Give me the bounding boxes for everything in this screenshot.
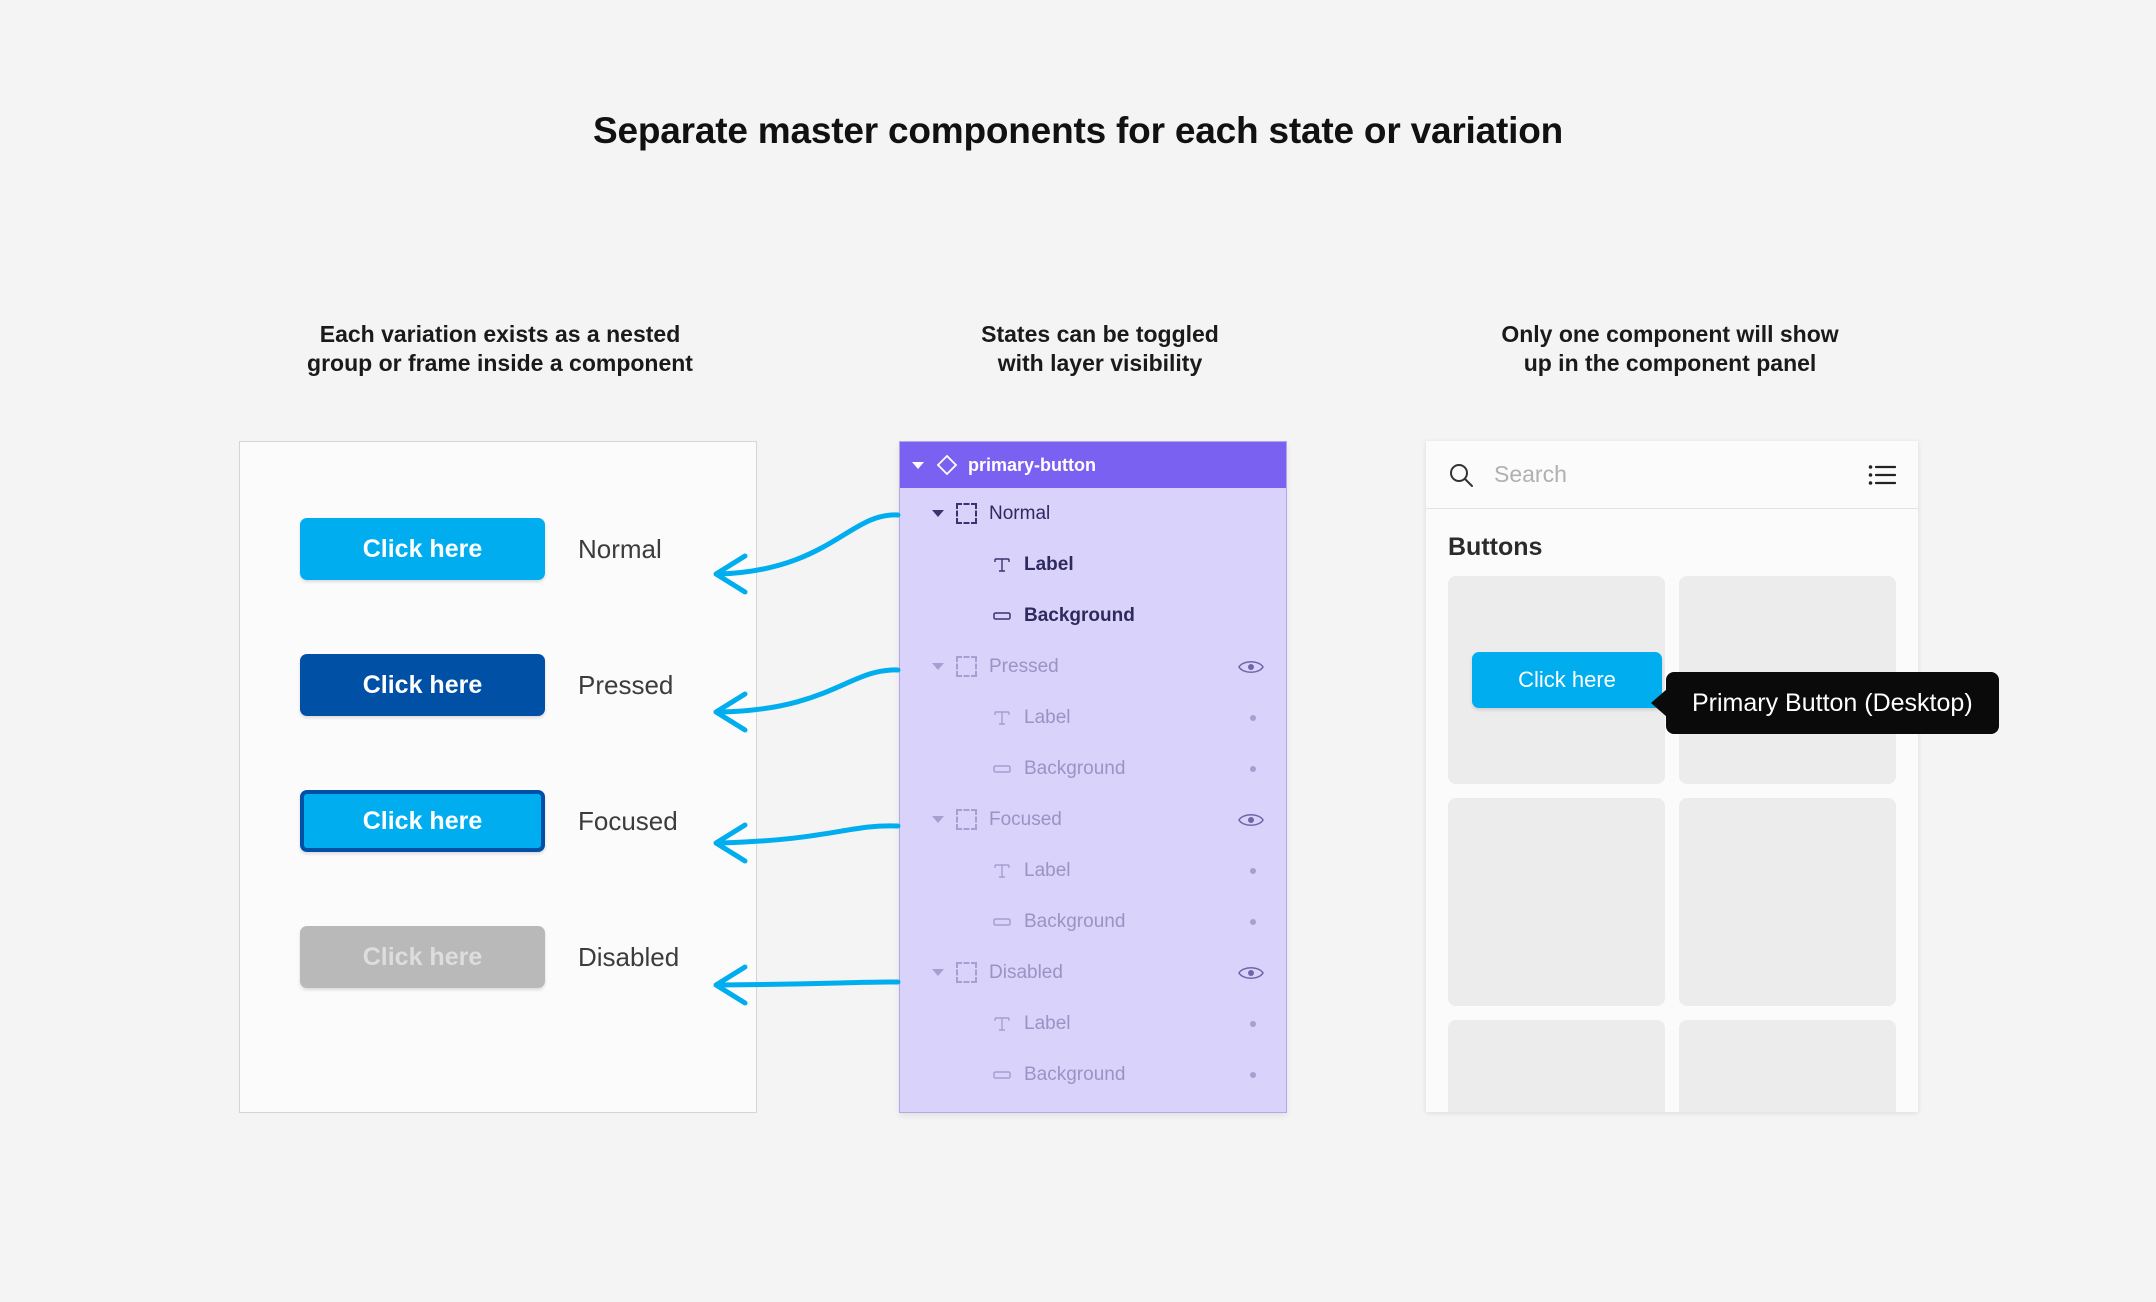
dot-icon[interactable] xyxy=(1250,1020,1256,1027)
list-view-icon[interactable] xyxy=(1868,464,1896,486)
dot-icon[interactable] xyxy=(1250,918,1256,925)
layer-group-focused[interactable]: Focused xyxy=(900,794,1286,845)
frame-icon xyxy=(956,962,977,983)
chevron-down-icon[interactable] xyxy=(932,510,944,517)
chevron-down-icon[interactable] xyxy=(932,816,944,823)
rectangle-icon xyxy=(993,1070,1011,1079)
layer-name: Background xyxy=(1024,910,1126,932)
layer-child-pressed-background[interactable]: Background xyxy=(900,743,1286,794)
rectangle-icon xyxy=(993,764,1011,773)
layer-child-disabled-background[interactable]: Background xyxy=(900,1049,1286,1100)
layer-name: Label xyxy=(1024,553,1074,575)
layer-child-pressed-label[interactable]: Label xyxy=(900,692,1286,743)
page-title: Separate master components for each stat… xyxy=(592,110,1564,151)
heading-right-column: Only one component will show up in the c… xyxy=(1420,320,1920,379)
state-label-disabled: Disabled xyxy=(578,941,680,972)
eye-icon[interactable] xyxy=(1238,964,1264,982)
layer-name: Label xyxy=(1024,1012,1071,1034)
component-tooltip: Primary Button (Desktop) xyxy=(1666,672,1999,734)
text-icon xyxy=(994,863,1010,878)
heading-middle-column: States can be toggled with layer visibil… xyxy=(900,320,1300,379)
state-label-focused: Focused xyxy=(578,805,678,836)
component-card[interactable] xyxy=(1448,798,1665,1006)
heading-left-line2: group or frame inside a component xyxy=(307,350,693,377)
layer-child-focused-background[interactable]: Background xyxy=(900,896,1286,947)
layer-name: Background xyxy=(1024,604,1135,626)
layer-group-disabled[interactable]: Disabled xyxy=(900,947,1286,998)
rectangle-icon xyxy=(993,611,1011,620)
eye-icon[interactable] xyxy=(1238,658,1264,676)
dot-icon[interactable] xyxy=(1250,867,1256,874)
layer-child-normal-label[interactable]: Label xyxy=(900,539,1286,590)
text-icon xyxy=(994,557,1010,572)
layer-name: Background xyxy=(1024,757,1126,779)
heading-left-column: Each variation exists as a nested group … xyxy=(240,320,760,379)
chevron-down-icon[interactable] xyxy=(932,663,944,670)
diamond-component-icon xyxy=(936,454,958,476)
component-card[interactable] xyxy=(1679,798,1896,1006)
dot-icon[interactable] xyxy=(1250,1071,1256,1078)
component-card[interactable] xyxy=(1679,1020,1896,1112)
heading-left-line1: Each variation exists as a nested xyxy=(319,321,681,347)
demo-button-pressed[interactable]: Click here xyxy=(300,654,545,716)
variation-row-pressed: Click here Pressed xyxy=(300,654,673,716)
frame-icon xyxy=(956,503,977,524)
heading-right-line1: Only one component will show xyxy=(1501,321,1839,347)
heading-middle-line1: States can be toggled xyxy=(981,321,1219,347)
layer-child-normal-background[interactable]: Background xyxy=(900,590,1286,641)
layer-child-focused-label[interactable]: Label xyxy=(900,845,1286,896)
layer-name: Background xyxy=(1024,1063,1126,1085)
layer-name: Label xyxy=(1024,706,1071,728)
variation-row-focused: Click here Focused xyxy=(300,790,678,852)
state-label-pressed: Pressed xyxy=(578,669,674,700)
component-card[interactable]: Click here xyxy=(1448,576,1665,784)
chevron-down-icon[interactable] xyxy=(912,461,924,469)
component-card-button[interactable]: Click here xyxy=(1472,652,1662,708)
component-name: primary-button xyxy=(968,454,1096,475)
search-bar xyxy=(1426,441,1918,509)
layer-header-primary-button[interactable]: primary-button xyxy=(900,442,1286,488)
text-icon xyxy=(994,1016,1010,1031)
layer-name: Label xyxy=(1024,859,1071,881)
demo-button-focused[interactable]: Click here xyxy=(300,790,545,852)
search-input[interactable] xyxy=(1492,460,1868,489)
layer-group-normal[interactable]: Normal xyxy=(900,488,1286,539)
variations-panel: Click here Normal Click here Pressed Cli… xyxy=(239,441,757,1113)
layer-name: Normal xyxy=(989,502,1051,524)
layer-name: Pressed xyxy=(989,655,1059,677)
frame-icon xyxy=(956,809,977,830)
section-title: Buttons xyxy=(1448,533,1543,561)
heading-right-line2: up in the component panel xyxy=(1523,350,1817,377)
variation-row-disabled: Click here Disabled xyxy=(300,926,679,988)
layer-group-pressed[interactable]: Pressed xyxy=(900,641,1286,692)
search-icon[interactable] xyxy=(1448,462,1474,488)
dot-icon[interactable] xyxy=(1250,714,1256,721)
eye-icon[interactable] xyxy=(1238,811,1264,829)
demo-button-normal[interactable]: Click here xyxy=(300,518,545,580)
text-icon xyxy=(994,710,1010,725)
variation-row-normal: Click here Normal xyxy=(300,518,662,580)
layer-name: Focused xyxy=(989,808,1062,830)
component-panel: Buttons Click here xyxy=(1426,441,1918,1112)
rectangle-icon xyxy=(993,917,1011,926)
layer-name: Disabled xyxy=(989,961,1063,983)
heading-middle-line2: with layer visibility xyxy=(997,350,1203,377)
layers-panel: primary-button Normal Label Background P… xyxy=(899,441,1287,1113)
layer-child-disabled-label[interactable]: Label xyxy=(900,998,1286,1049)
frame-icon xyxy=(956,656,977,677)
dot-icon[interactable] xyxy=(1250,765,1256,772)
component-card[interactable] xyxy=(1448,1020,1665,1112)
state-label-normal: Normal xyxy=(578,533,662,564)
demo-button-disabled: Click here xyxy=(300,926,545,988)
component-card-grid: Click here xyxy=(1426,576,1918,1112)
chevron-down-icon[interactable] xyxy=(932,969,944,976)
